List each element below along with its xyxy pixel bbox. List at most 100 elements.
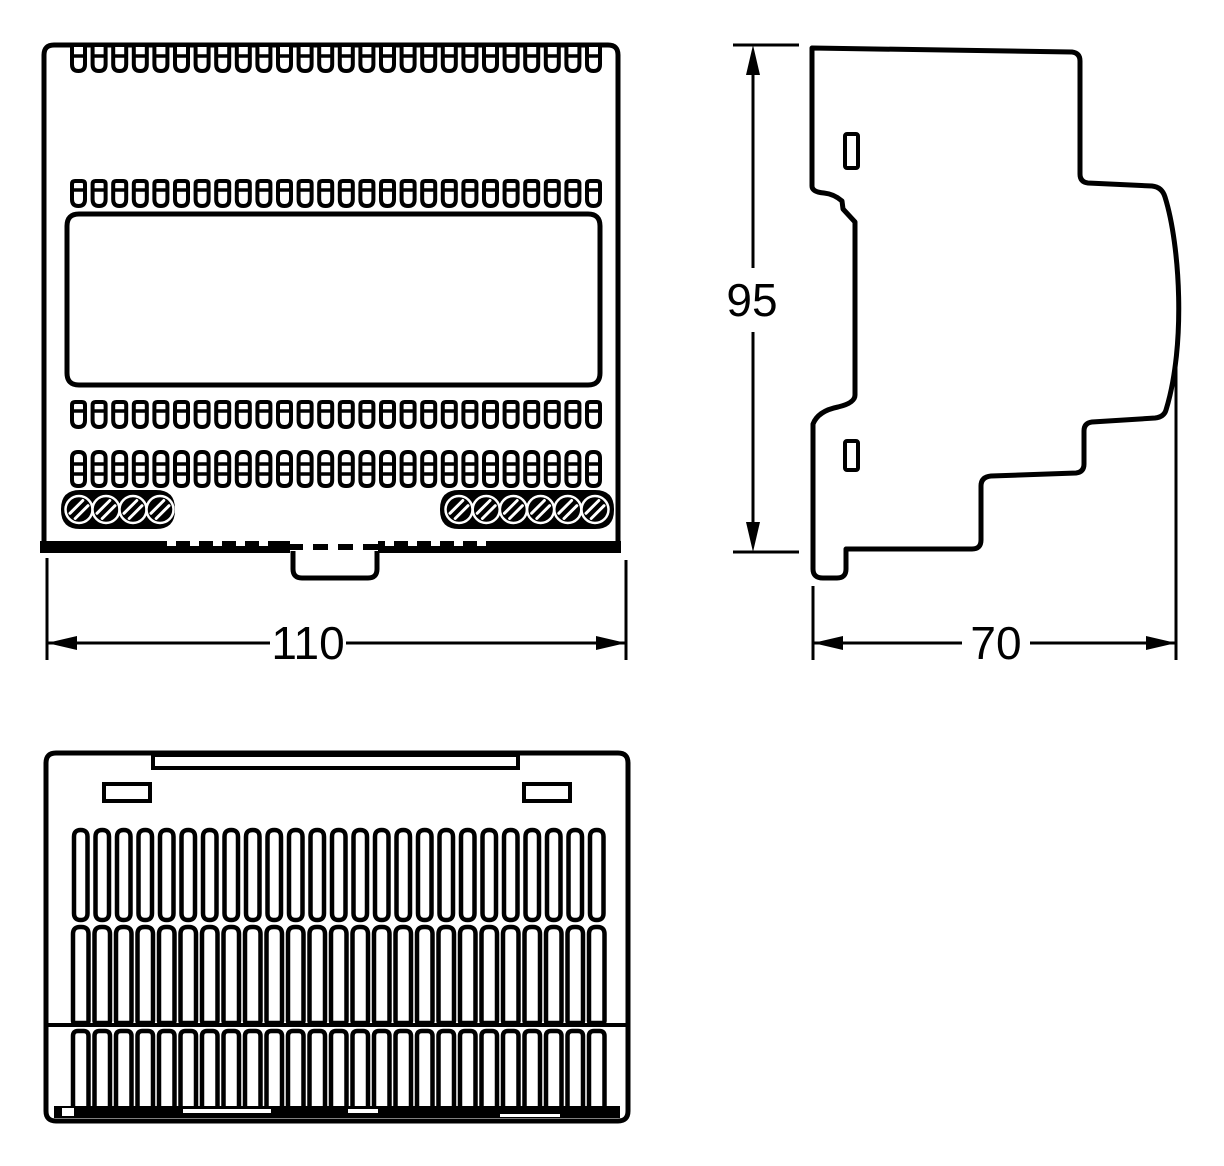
vent-slot [414, 1028, 436, 1112]
vent-slot [173, 450, 190, 488]
vent-slot [371, 924, 392, 1026]
front-bottom-band [40, 540, 621, 581]
side-profile [809, 45, 1182, 581]
terminal-block-right [440, 490, 614, 529]
vent-slot [265, 827, 284, 923]
vent-slot [461, 179, 479, 209]
vent-slot [255, 179, 273, 209]
front-vent-row-top [70, 47, 602, 74]
vent-slot [479, 1028, 500, 1112]
vent-slot [585, 450, 602, 488]
label-plate [64, 211, 603, 388]
vent-slot [131, 47, 149, 74]
vent-slot [482, 179, 499, 209]
vent-slot [399, 400, 417, 430]
vent-slot [178, 924, 199, 1026]
vent-slot [337, 400, 355, 430]
terminal-screw [553, 494, 583, 525]
vent-slot [90, 450, 108, 488]
terminal-screw [91, 494, 121, 525]
vent-slot [234, 450, 252, 488]
vent-slot [199, 924, 220, 1026]
vent-slot [242, 924, 263, 1026]
vent-slot [350, 924, 371, 1026]
vent-slot [586, 924, 607, 1026]
vent-slot [173, 179, 190, 209]
front-vent-row-lower [70, 450, 602, 488]
vent-slot [358, 179, 376, 209]
vent-slot [522, 1028, 543, 1112]
vent-slot [234, 400, 252, 430]
vent-slot [317, 47, 335, 74]
vent-slot [420, 179, 438, 209]
vent-slot [193, 179, 211, 209]
vent-slot [308, 827, 327, 923]
vent-slot [214, 179, 232, 209]
vent-slot [437, 827, 456, 923]
vent-slot [500, 1028, 523, 1112]
vent-slot [199, 1028, 220, 1112]
vent-slot [379, 400, 396, 430]
vent-slot [379, 450, 396, 488]
vent-slot [564, 400, 582, 430]
dimension-front-width: 110 [45, 558, 628, 669]
dimension-side-height: 95 [726, 43, 799, 554]
vent-slot [156, 1028, 177, 1112]
vent-slot [543, 1028, 566, 1112]
dimension-side-depth: 70 [811, 356, 1178, 669]
bottom-vent-row-b [70, 924, 607, 1026]
vent-slot [152, 47, 170, 74]
vent-slot [111, 450, 129, 488]
vent-slot [234, 179, 252, 209]
vent-slot [222, 827, 241, 923]
vent-slot [113, 1028, 134, 1112]
vent-slot [523, 179, 541, 209]
vent-slot [479, 924, 500, 1026]
vent-slot [440, 400, 458, 430]
vent-slot [70, 400, 87, 430]
terminal-screw [525, 494, 556, 525]
vent-slot [399, 450, 417, 488]
bottom-band [54, 1106, 620, 1118]
vent-slot [543, 924, 564, 1026]
vent-slot [358, 450, 376, 488]
vent-slot [114, 827, 133, 923]
vent-slot [482, 47, 499, 74]
terminal-block-left [61, 490, 175, 529]
vent-slot [440, 47, 458, 74]
vent-slot [286, 827, 305, 923]
bottom-view [43, 750, 631, 1124]
vent-slot [458, 827, 477, 923]
vent-slot [328, 1028, 350, 1112]
vent-slot [131, 400, 149, 430]
vent-slot [358, 400, 376, 430]
terminal-screw [64, 494, 94, 525]
vent-slot [276, 450, 293, 488]
vent-slot [566, 827, 585, 923]
vent-slot [135, 1028, 156, 1112]
vent-slot [193, 47, 211, 74]
vent-slot [157, 827, 176, 923]
dimension-front-width-label: 110 [271, 617, 344, 669]
vent-slot [92, 924, 113, 1026]
dimension-arrow [813, 636, 843, 650]
vent-slot [565, 924, 586, 1026]
vent-slot [193, 450, 211, 488]
vent-slot [586, 1028, 609, 1112]
vent-slot [329, 827, 348, 923]
vent-slot [214, 450, 232, 488]
dim-depth-lines [811, 356, 1178, 660]
vent-slot [92, 1028, 113, 1112]
vent-slot [135, 924, 156, 1026]
vent-slot [221, 1028, 242, 1112]
vent-slot [337, 47, 355, 74]
vent-slot [350, 1028, 371, 1112]
vent-slot [90, 47, 108, 74]
front-view [40, 42, 621, 581]
terminal-screw [118, 494, 148, 525]
vent-slot [394, 827, 413, 923]
vent-slot [317, 400, 335, 430]
vent-slot [358, 47, 376, 74]
bottom-vent-row-a [71, 827, 606, 923]
